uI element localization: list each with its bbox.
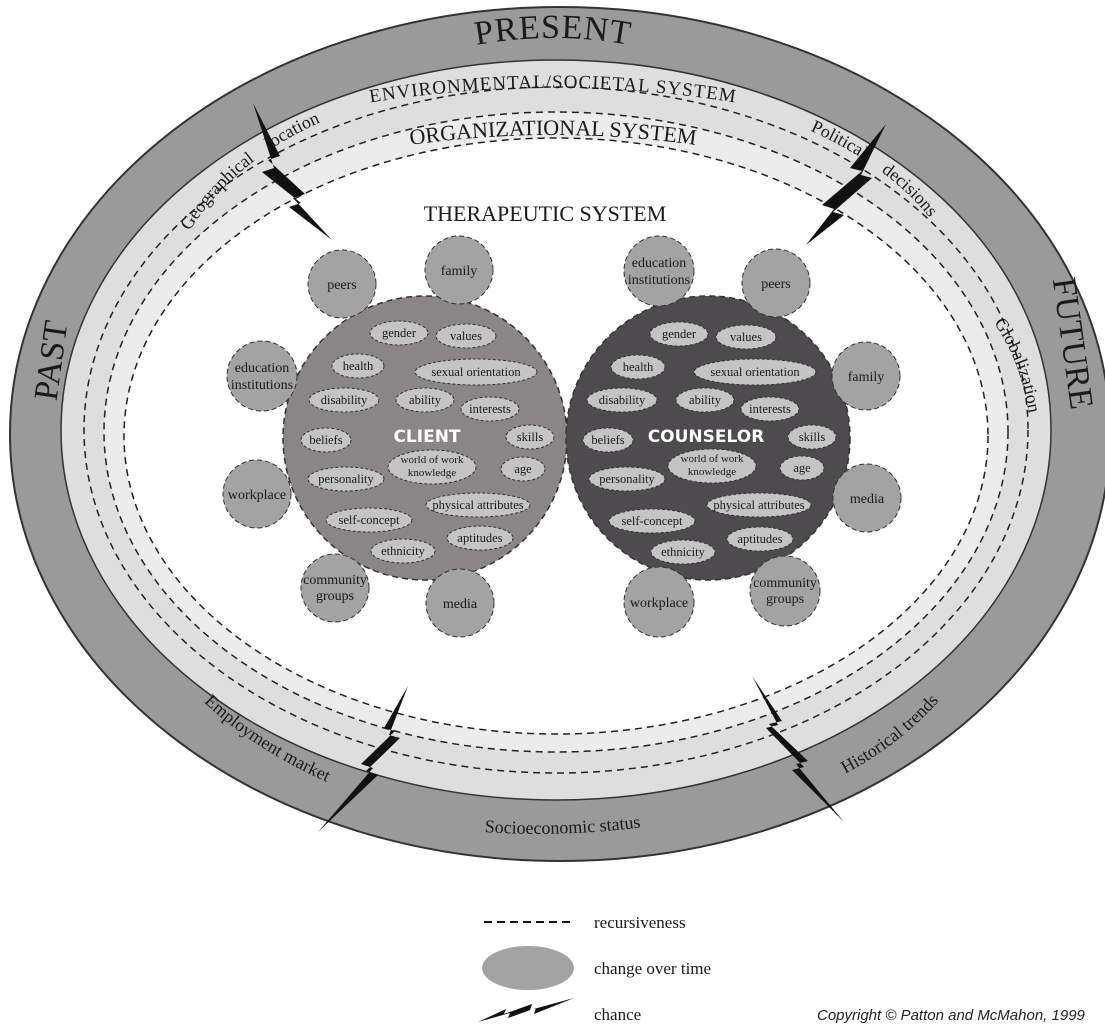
counselor-peers: peers [761, 277, 791, 292]
legend-change-over-time: change over time [594, 959, 711, 978]
influence-knowledge: knowledge [408, 467, 456, 479]
chance-bolt-icon [253, 103, 332, 240]
influence-knowledge: knowledge [688, 466, 736, 478]
present-label: PRESENT [472, 9, 635, 53]
influence-interests: interests [749, 402, 791, 416]
influence-health: health [343, 359, 374, 373]
influence-world-of-work: world of work [681, 453, 744, 465]
chance-bolt-icon [806, 124, 886, 245]
influence-beliefs: beliefs [591, 433, 624, 447]
influence-ethnicity: ethnicity [661, 545, 705, 559]
legend-recursiveness: recursiveness [594, 913, 686, 932]
influence-gender: gender [382, 326, 417, 340]
organizational-system-line [83, 86, 1029, 774]
client-outer-influences: peers family education institutions work… [222, 235, 495, 638]
influence-aptitudes: aptitudes [737, 532, 782, 546]
influence-aptitudes: aptitudes [457, 531, 502, 545]
counselor-inner-influences: gender values health sexual orientation … [582, 321, 837, 565]
influence-values: values [730, 330, 762, 344]
copyright-notice: Copyright © Patton and McMahon, 1999 [817, 1007, 1086, 1024]
counselor-outer-influences: education institutions peers family medi… [623, 235, 902, 638]
influence-sexual-orientation: sexual orientation [710, 365, 800, 379]
influence-physical-attributes: physical attributes [432, 498, 523, 512]
counselor-family: family [848, 370, 885, 385]
counselor-media: media [850, 492, 885, 507]
change-over-time-icon [482, 946, 574, 990]
client-family: family [441, 264, 478, 279]
influence-personality: personality [599, 472, 655, 486]
client-institutions: institutions [231, 378, 293, 393]
influence-age: age [793, 461, 811, 475]
influence-skills: skills [799, 430, 826, 444]
influence-sexual-orientation: sexual orientation [431, 365, 521, 379]
client-group: CLIENT gender values health sexual orien… [222, 235, 568, 638]
chance-bolt-icon [752, 676, 844, 822]
client-community: community [303, 573, 367, 588]
client-inner-influences: gender values health sexual orientation … [300, 320, 555, 564]
influence-health: health [623, 360, 654, 374]
influence-gender: gender [662, 327, 697, 341]
influence-world-of-work: world of work [401, 454, 464, 466]
influence-disability: disability [321, 393, 368, 407]
influence-physical-attributes: physical attributes [713, 498, 804, 512]
influence-skills: skills [517, 430, 544, 444]
counselor-label: COUNSELOR [648, 427, 765, 447]
counselor-education: education [632, 256, 686, 271]
counselor-workplace: workplace [630, 596, 688, 611]
legend: recursiveness change over time chance [478, 913, 711, 1024]
client-media: media [443, 597, 478, 612]
legend-chance: chance [594, 1005, 641, 1024]
influence-self-concept: self-concept [338, 513, 400, 527]
influence-disability: disability [599, 393, 646, 407]
influence-values: values [450, 329, 482, 343]
client-education: education [235, 361, 289, 376]
counselor-institutions: institutions [628, 273, 690, 288]
client-groups: groups [316, 589, 354, 604]
client-label: CLIENT [393, 427, 460, 447]
influence-interests: interests [469, 402, 511, 416]
counselor-community: community [753, 576, 817, 591]
client-peers: peers [327, 278, 357, 293]
influence-self-concept: self-concept [621, 514, 683, 528]
influence-ability: ability [689, 393, 722, 407]
counselor-groups: groups [766, 592, 804, 607]
influence-personality: personality [318, 472, 374, 486]
counselor-group: COUNSELOR gender values health sexual or… [565, 235, 902, 638]
influence-beliefs: beliefs [309, 433, 342, 447]
influence-ability: ability [409, 393, 442, 407]
influence-age: age [514, 462, 532, 476]
client-workplace: workplace [228, 488, 286, 503]
therapeutic-system-label: THERAPEUTIC SYSTEM [424, 201, 667, 226]
chance-bolt-icon [478, 998, 574, 1022]
influence-ethnicity: ethnicity [381, 544, 425, 558]
